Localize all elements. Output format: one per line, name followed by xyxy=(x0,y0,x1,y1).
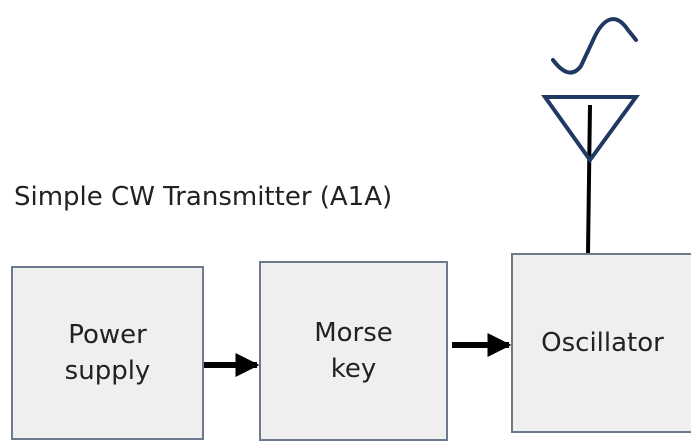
morse-key-label-line2: key xyxy=(330,354,377,384)
morse-key-label-line1: Morse xyxy=(314,317,393,348)
power-supply-label-line1: Power xyxy=(68,319,147,350)
antenna-icon xyxy=(541,95,640,164)
morse-key-label: Morse key xyxy=(314,315,393,388)
power-supply-block: Power supply xyxy=(11,266,204,440)
antenna-feed-line xyxy=(586,104,592,254)
power-supply-label: Power supply xyxy=(65,317,151,390)
morse-key-block: Morse key xyxy=(259,261,448,441)
power-supply-label-line2: supply xyxy=(64,356,151,386)
oscillator-label: Oscillator xyxy=(541,327,664,358)
sine-wave-icon xyxy=(551,17,638,75)
oscillator-block: Oscillator xyxy=(511,253,691,433)
diagram-title: Simple CW Transmitter (A1A) xyxy=(14,182,393,212)
